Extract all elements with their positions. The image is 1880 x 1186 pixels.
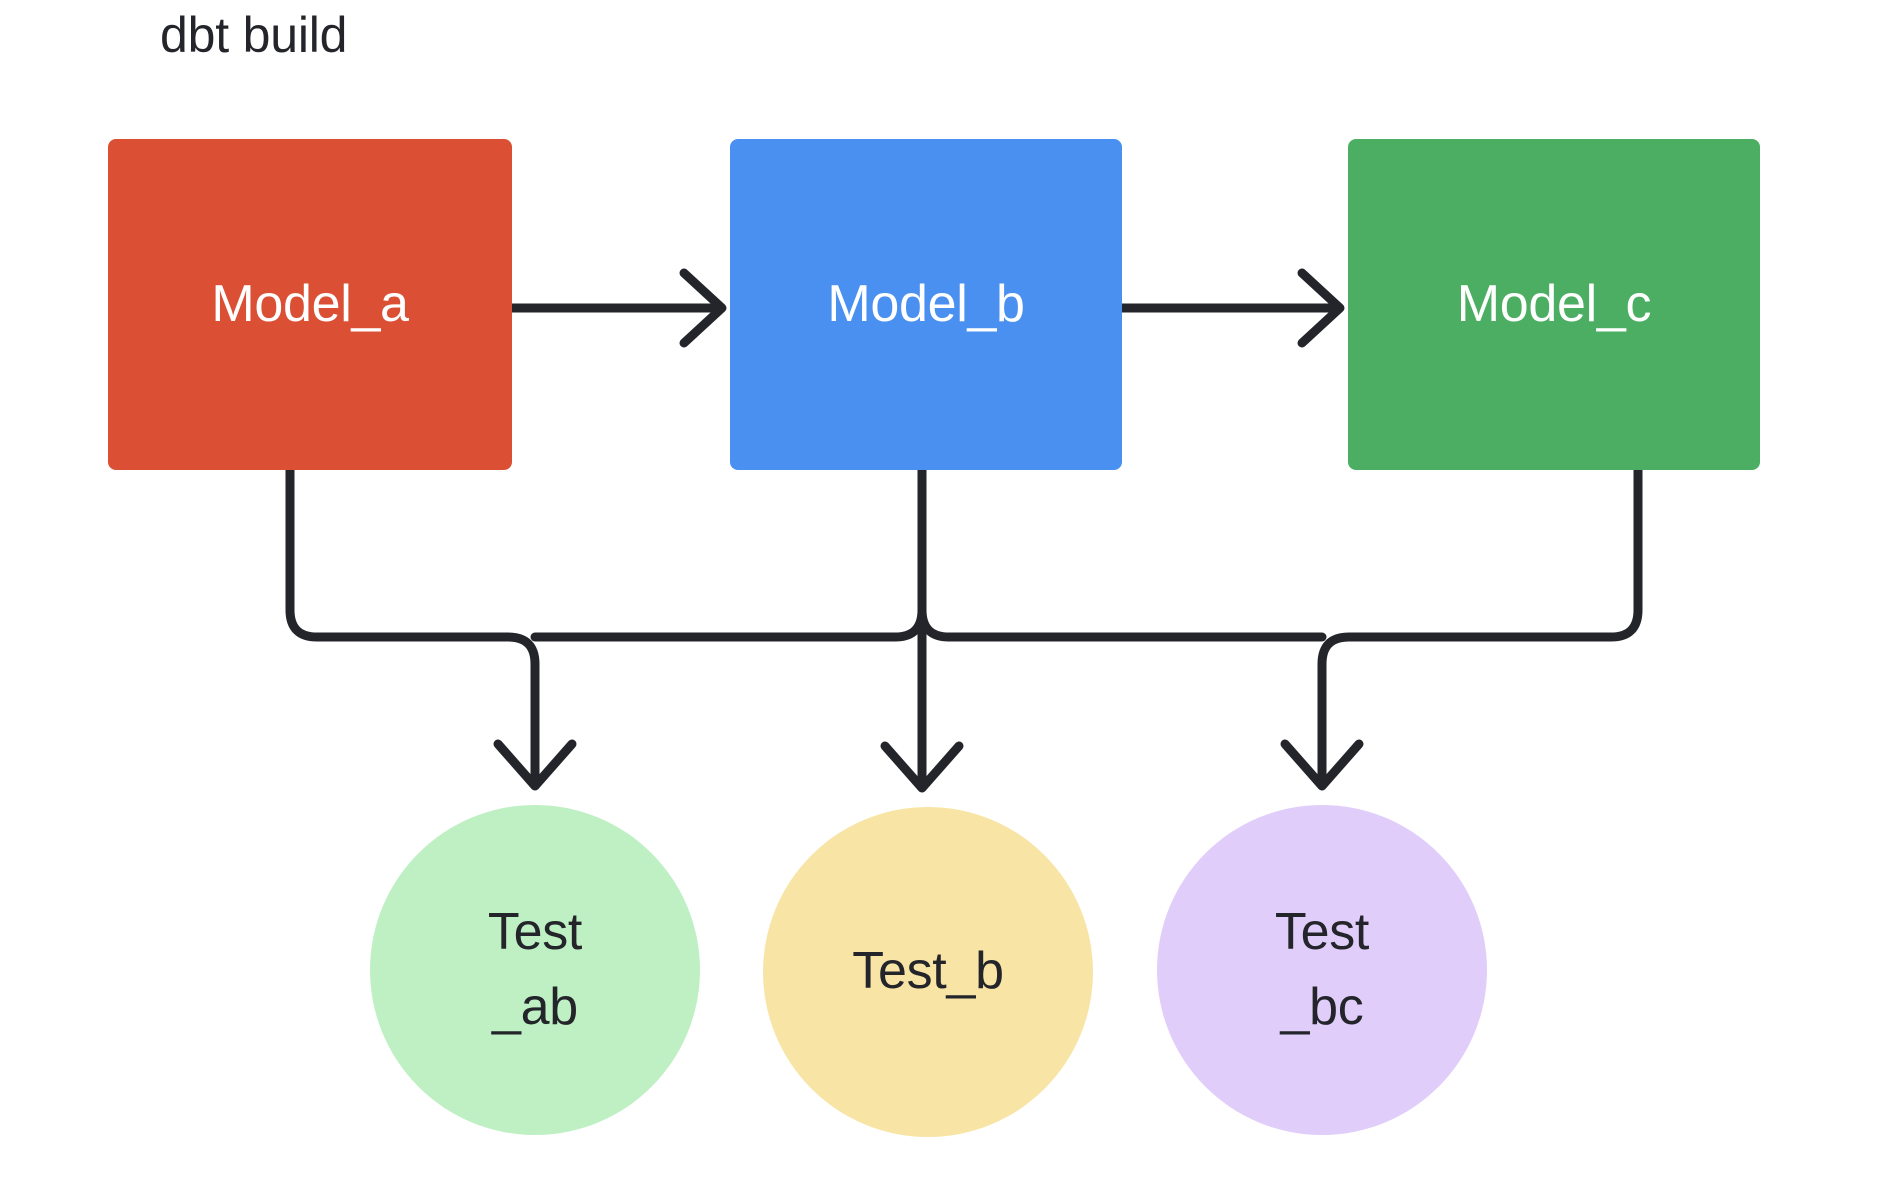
node-model-a[interactable]: Model_a xyxy=(108,139,512,470)
edge-model-c-to-test-bc xyxy=(1280,465,1643,791)
edge-model-b-to-model-c xyxy=(1117,268,1345,348)
node-model-c[interactable]: Model_c xyxy=(1348,139,1760,470)
node-model-a-label: Model_a xyxy=(211,275,409,334)
edge-model-a-to-model-b xyxy=(507,268,727,348)
node-test-ab[interactable]: Test _ab xyxy=(370,805,700,1135)
node-test-bc-label: Test _bc xyxy=(1274,902,1370,1036)
node-test-b[interactable]: Test_b xyxy=(763,807,1093,1137)
node-test-ab-label: Test _ab xyxy=(487,902,583,1036)
diagram-title: dbt build xyxy=(160,7,348,63)
edge-model-a-to-test-ab xyxy=(285,465,577,791)
edge-model-b-to-test-b xyxy=(880,465,964,793)
edge-bus-join-model-b xyxy=(890,605,954,642)
node-test-bc[interactable]: Test _bc xyxy=(1157,805,1487,1135)
node-model-b[interactable]: Model_b xyxy=(730,139,1122,470)
node-test-b-label: Test_b xyxy=(852,942,1004,1001)
node-model-b-label: Model_b xyxy=(827,275,1025,334)
node-model-c-label: Model_c xyxy=(1456,275,1652,334)
